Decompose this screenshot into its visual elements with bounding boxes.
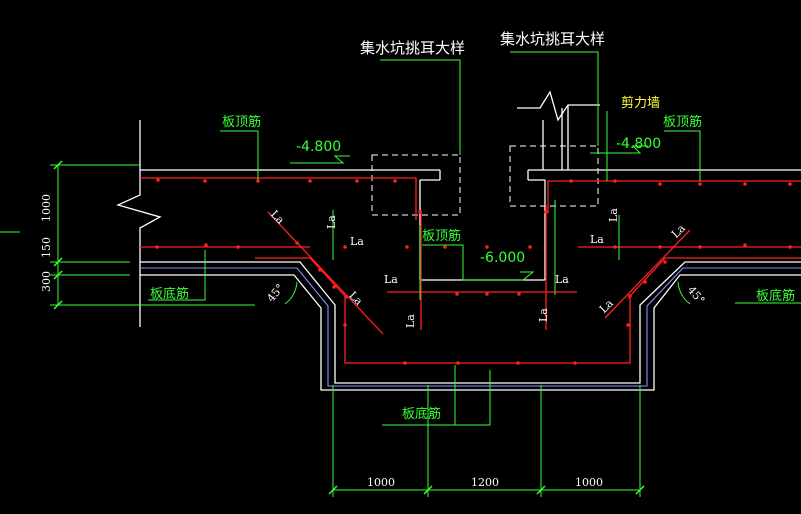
rebar-dot: [528, 245, 532, 249]
label-elevation-pit: -6.000: [480, 250, 525, 266]
rebar-dot: [318, 268, 322, 272]
annotation-lines: [0, 51, 801, 497]
rebar-dot: [156, 178, 160, 182]
rebar-dot: [155, 245, 159, 249]
label-la-12: La: [597, 296, 616, 315]
detail-callout-right: 集水坑挑耳大样: [500, 30, 605, 48]
label-angle-right: 45°: [685, 284, 707, 307]
dim-bottom-2: 1200: [471, 476, 499, 489]
rebar-dot: [573, 361, 577, 365]
label-angle-left: 45°: [264, 281, 286, 304]
rebar-dot: [343, 245, 347, 249]
rebar-dot: [743, 243, 747, 247]
rebar-dot: [344, 295, 348, 299]
label-top-rebar-pit: 板顶筋: [422, 228, 461, 244]
rebar-dot: [485, 292, 489, 296]
slab-underlay: [140, 267, 801, 387]
rebar-dot: [743, 182, 747, 186]
label-la-1: La: [268, 208, 287, 227]
concrete-outline: [116, 90, 801, 391]
rebar-dot: [308, 179, 312, 183]
label-la-8: La: [555, 273, 569, 286]
dim-bottom-1: 1000: [367, 476, 395, 489]
rebar-dot: [569, 179, 573, 183]
label-shear-wall: 剪力墙: [621, 95, 660, 111]
label-la-4: La: [384, 273, 398, 286]
label-la-10: La: [607, 208, 620, 222]
rebar-dot: [658, 182, 662, 186]
rebar-dot: [256, 179, 260, 183]
label-bottom-rebar-left: 板底筋: [150, 286, 189, 302]
rebar-dot: [403, 361, 407, 365]
label-top-rebar-left: 板顶筋: [222, 114, 261, 130]
rebar-dot: [628, 294, 632, 298]
rebar-dot: [613, 179, 617, 183]
label-top-rebar-right: 板顶筋: [663, 114, 702, 130]
rebar-dot: [455, 292, 459, 296]
label-la-6: La: [404, 314, 417, 328]
rebar-dot: [643, 280, 647, 284]
rebar-dot: [698, 245, 702, 249]
dim-vertical-3: 300: [40, 271, 53, 292]
label-la-7: La: [537, 308, 550, 322]
label-la-5: La: [346, 289, 365, 308]
rebar-dot: [393, 179, 397, 183]
rebar-dot: [443, 245, 447, 249]
dimension-ticks: [53, 160, 645, 495]
detail-callout-left: 集水坑挑耳大样: [360, 39, 465, 57]
rebar-dot: [405, 245, 409, 249]
rebar-dot: [517, 292, 521, 296]
label-la-2: La: [325, 215, 338, 229]
label-la-9: La: [590, 233, 604, 246]
rebar-dot: [456, 361, 460, 365]
rebar-dot: [236, 245, 240, 249]
label-la-3: La: [350, 235, 364, 248]
rebar-dot: [516, 361, 520, 365]
rebar-dot: [788, 182, 792, 186]
dim-vertical-1: 1000: [40, 194, 53, 222]
rebar-dot: [485, 245, 489, 249]
label-la-11: La: [669, 221, 688, 240]
rebar-dot: [343, 323, 347, 327]
label-bottom-rebar-pit: 板底筋: [402, 406, 441, 422]
rebar-dot: [295, 241, 299, 245]
rebar-dot: [663, 260, 667, 264]
rebar-dot: [332, 285, 336, 289]
label-bottom-rebar-right: 板底筋: [756, 288, 795, 304]
rebar-dot: [418, 210, 422, 214]
rebar-dot: [204, 243, 208, 247]
dim-bottom-3: 1000: [575, 476, 603, 489]
rebar-dot: [698, 182, 702, 186]
rebar-dot: [544, 210, 548, 214]
rebar-dot: [355, 179, 359, 183]
rebar-dot: [658, 245, 662, 249]
label-elevation-left: -4.800: [296, 139, 341, 155]
rebar-dot: [203, 179, 207, 183]
rebar-dot: [788, 245, 792, 249]
rebar-dots: [155, 178, 792, 365]
rebar-dot: [626, 323, 630, 327]
detail-box-right: [509, 145, 599, 207]
label-elevation-right: -4.800: [616, 136, 661, 152]
rebar-dot: [613, 245, 617, 249]
rebar: [140, 177, 801, 364]
dim-vertical-2: 150: [40, 237, 53, 258]
